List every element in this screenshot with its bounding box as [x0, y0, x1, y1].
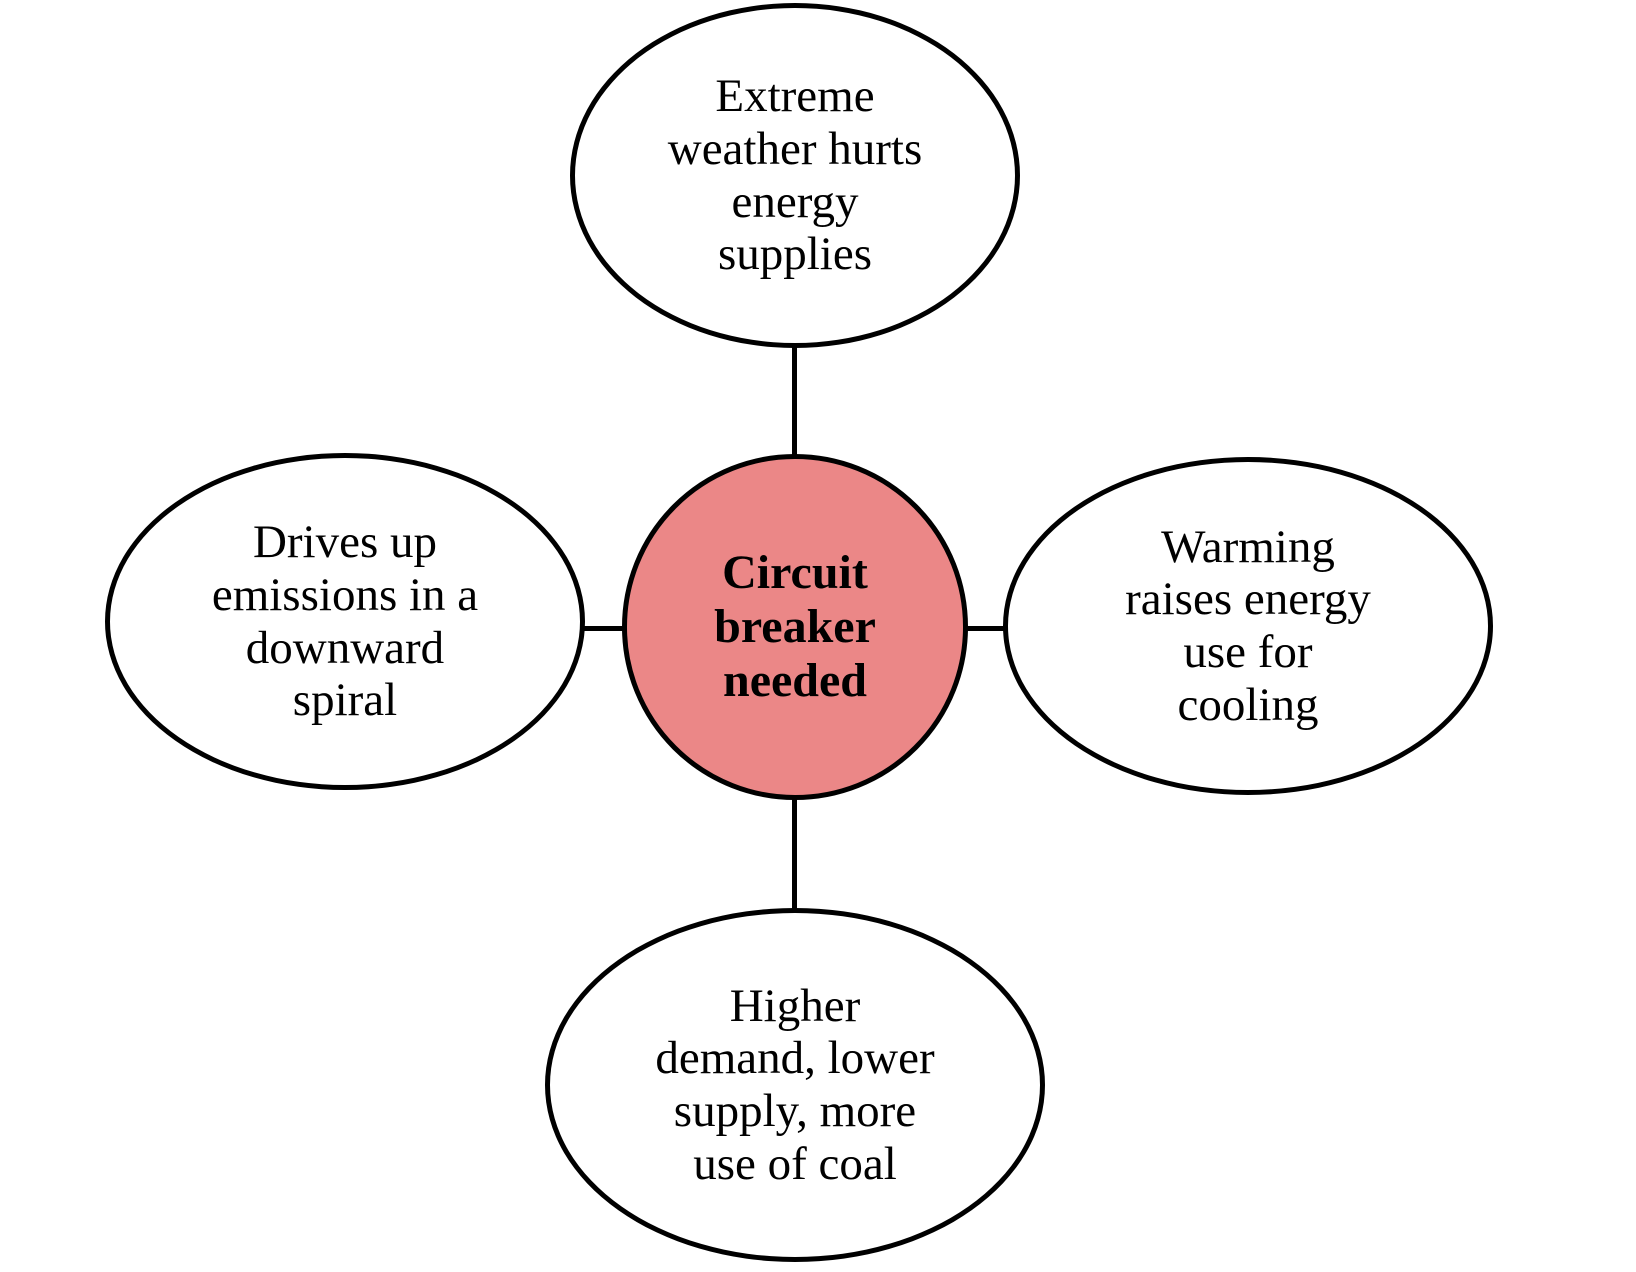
connector-top: [792, 346, 797, 458]
node-warming-raises-energy-label: Warming raises energy use for cooling: [1125, 520, 1371, 731]
node-drives-up-emissions-label: Drives up emissions in a downward spiral: [211, 516, 479, 727]
node-extreme-weather-label: Extreme weather hurts energy supplies: [667, 70, 923, 281]
node-circuit-breaker-label: Circuit breaker needed: [714, 546, 876, 707]
node-extreme-weather: Extreme weather hurts energy supplies: [570, 3, 1020, 348]
connector-bottom: [792, 796, 797, 910]
node-higher-demand: Higher demand, lower supply, more use of…: [545, 908, 1045, 1262]
node-drives-up-emissions: Drives up emissions in a downward spiral: [105, 453, 585, 790]
connector-right: [963, 626, 1005, 631]
node-higher-demand-label: Higher demand, lower supply, more use of…: [655, 979, 935, 1190]
node-circuit-breaker-center: Circuit breaker needed: [622, 454, 968, 800]
connector-left: [583, 626, 625, 631]
node-warming-raises-energy: Warming raises energy use for cooling: [1003, 457, 1493, 795]
